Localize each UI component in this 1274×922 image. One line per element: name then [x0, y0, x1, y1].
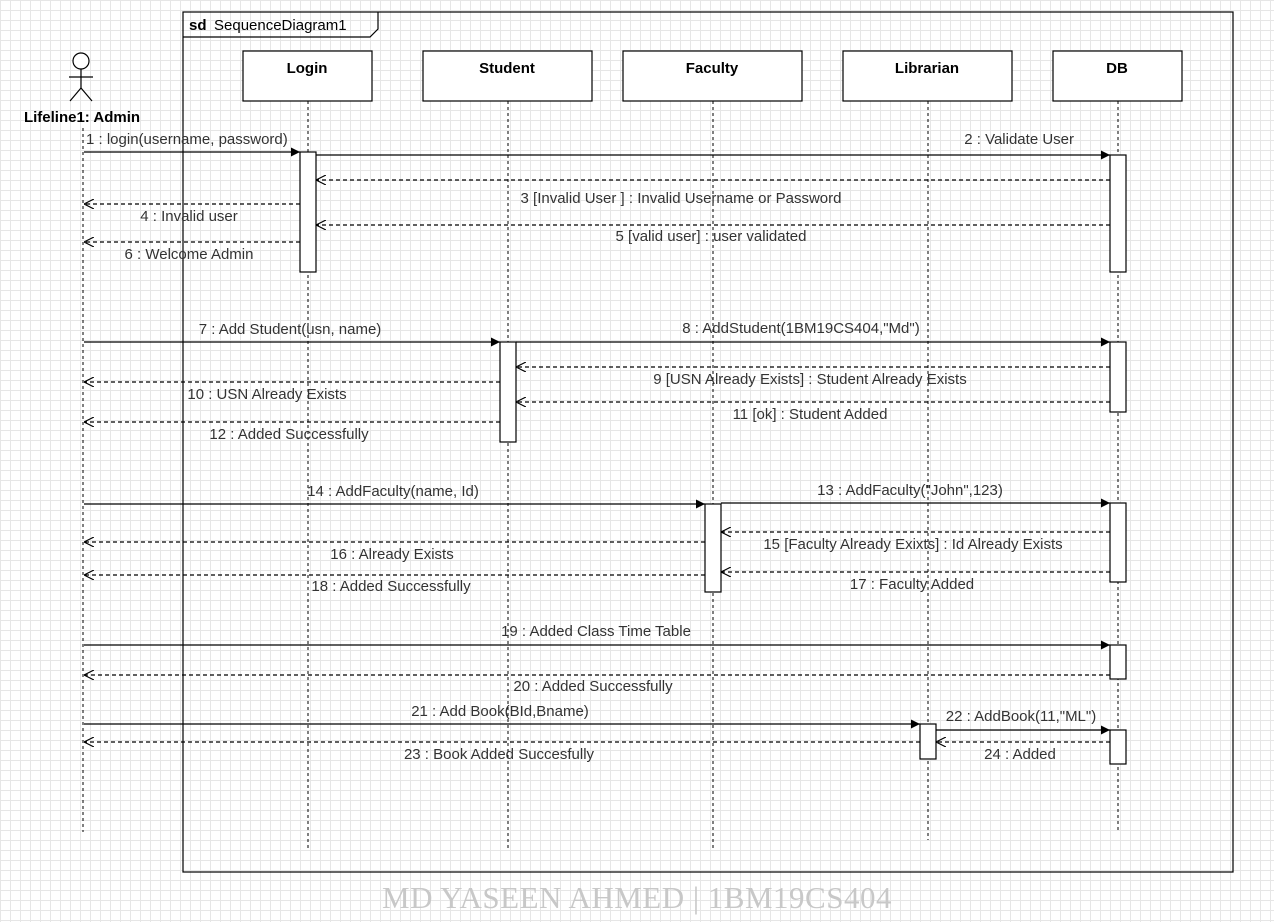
lifeline-label-db: DB [1106, 60, 1128, 77]
lifeline-box-login[interactable] [242, 50, 373, 102]
activation-db-2 [1109, 341, 1127, 413]
message-label-23: 23 : Book Added Succesfully [404, 746, 595, 763]
message-label-5: 5 [valid user] : user validated [616, 228, 807, 245]
message-label-15: 15 [Faculty Already Exixts] : Id Already… [763, 536, 1062, 553]
message-label-18: 18 : Added Successfully [311, 578, 471, 595]
actor-leg-left [69, 87, 82, 102]
message-arrows [84, 147, 1110, 742]
lifeline-label-student: Student [479, 60, 535, 77]
message-label-19: 19 : Added Class Time Table [501, 623, 691, 640]
message-label-14: 14 : AddFaculty(name, Id) [307, 483, 479, 500]
message-label-6: 6 : Welcome Admin [125, 246, 254, 263]
lifeline-lines [82, 101, 1119, 848]
message-label-22: 22 : AddBook(11,"ML") [946, 708, 1096, 725]
lifeline-label-librarian: Librarian [895, 60, 959, 77]
activation-librarian [919, 723, 937, 760]
lifeline-box-student[interactable] [422, 50, 593, 102]
message-label-2: 2 : Validate User [964, 131, 1074, 148]
lifeline-box-librarian[interactable] [842, 50, 1013, 102]
frame-name: SequenceDiagram1 [214, 17, 347, 34]
lifeline-label-faculty: Faculty [686, 60, 739, 77]
activation-db-5 [1109, 729, 1127, 765]
message-label-3: 3 [Invalid User ] : Invalid Username or … [521, 190, 842, 207]
actor-leg-right [80, 87, 93, 102]
activation-bars [299, 151, 1127, 765]
activation-student [499, 341, 517, 443]
message-label-9: 9 [USN Already Exists] : Student Already… [653, 371, 966, 388]
message-label-8: 8 : AddStudent(1BM19CS404,"Md") [682, 320, 919, 337]
message-label-16: 16 : Already Exists [330, 546, 453, 563]
message-label-21: 21 : Add Book(BId,Bname) [411, 703, 589, 720]
lifeline-heads: Login Student Faculty Librarian DB [242, 50, 1183, 102]
frame-border [182, 11, 1234, 873]
message-label-11: 11 [ok] : Student Added [733, 406, 888, 423]
actor-label: Lifeline1: Admin [24, 109, 140, 126]
message-labels: 1 : login(username, password) 2 : Valida… [86, 131, 1096, 763]
message-label-24: 24 : Added [984, 746, 1056, 763]
message-label-20: 20 : Added Successfully [513, 678, 673, 695]
lifeline-box-faculty[interactable] [622, 50, 803, 102]
activation-db-4 [1109, 644, 1127, 680]
actor-admin [69, 52, 93, 102]
activation-db-1 [1109, 154, 1127, 273]
frame-tab [183, 12, 379, 38]
message-label-12: 12 : Added Successfully [209, 426, 369, 443]
message-label-10: 10 : USN Already Exists [187, 386, 346, 403]
frame-keyword: sd [189, 17, 207, 34]
message-label-1: 1 : login(username, password) [86, 131, 288, 148]
activation-login [299, 151, 317, 273]
message-label-4: 4 : Invalid user [140, 208, 238, 225]
actor-head [72, 52, 90, 70]
lifeline-label-login: Login [287, 60, 328, 77]
activation-faculty [704, 503, 722, 593]
footer-watermark: MD YASEEN AHMED | 1BM19CS404 [382, 880, 892, 915]
lifeline-box-db[interactable] [1052, 50, 1183, 102]
message-label-7: 7 : Add Student(usn, name) [199, 321, 382, 338]
activation-db-3 [1109, 502, 1127, 583]
message-label-17: 17 : Faculty Added [850, 576, 974, 593]
message-label-13: 13 : AddFaculty("John",123) [817, 482, 1003, 499]
